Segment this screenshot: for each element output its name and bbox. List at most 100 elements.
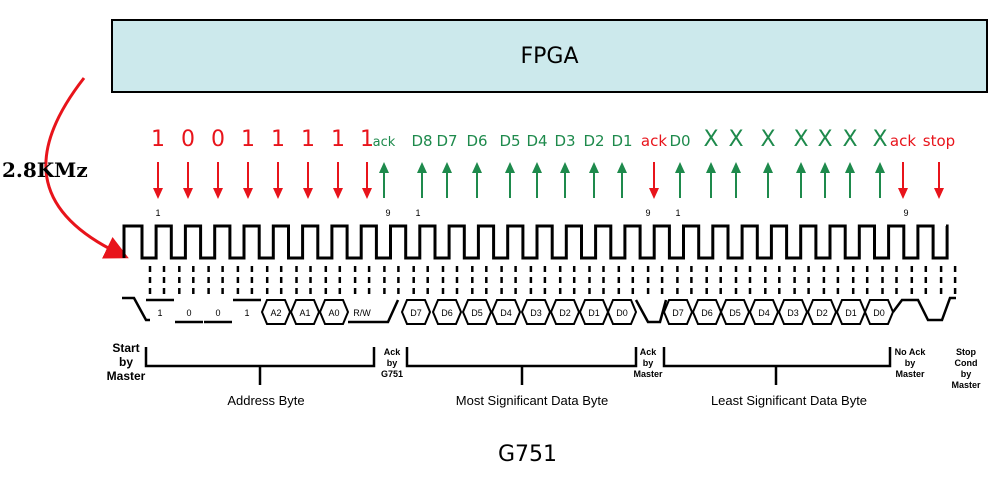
up-arrow [442, 162, 452, 198]
bit-label: 1 [151, 127, 165, 152]
data-bit-cell: D0 [863, 299, 895, 325]
bit-label: X [703, 127, 718, 152]
data-bit-cell: D6 [431, 299, 463, 325]
timing-guide [383, 266, 400, 294]
bit-label: D4 [526, 132, 547, 150]
timing-guide [178, 266, 195, 294]
bit-label: X [817, 127, 832, 152]
bit-label: X [872, 127, 887, 152]
timing-guide [265, 266, 283, 294]
data-bit-cell: D1 [835, 299, 867, 325]
svg-text:1: 1 [244, 308, 249, 318]
svg-text:D7: D7 [672, 308, 684, 318]
data-bit-cell: 0 [175, 308, 203, 324]
up-arrow [560, 162, 570, 198]
data-bit-cell: D2 [549, 299, 581, 325]
timing-guide [676, 266, 693, 294]
clock-count-mark: 9 [385, 208, 390, 218]
bit-label: 0 [181, 127, 195, 152]
down-arrow [243, 162, 253, 199]
timing-guide [851, 266, 869, 294]
data-bit-cell: 1 [146, 298, 174, 318]
svg-text:D6: D6 [701, 308, 713, 318]
svg-text:D1: D1 [588, 308, 600, 318]
up-arrow [820, 162, 830, 198]
up-arrow [796, 162, 806, 198]
svg-text:A2: A2 [270, 308, 281, 318]
svg-text:D5: D5 [471, 308, 483, 318]
bit-label: X [728, 127, 743, 152]
ack-slot-1 [376, 299, 400, 324]
timing-guide [558, 266, 576, 294]
bit-label: D7 [436, 132, 457, 150]
svg-text:D5: D5 [729, 308, 741, 318]
clock-count-mark: 1 [675, 208, 680, 218]
up-arrow [532, 162, 542, 198]
svg-text:D3: D3 [530, 308, 542, 318]
bit-label: 0 [211, 127, 225, 152]
bit-label: D3 [554, 132, 575, 150]
data-bit-cell: R/W [348, 308, 376, 324]
timing-guide [148, 266, 166, 294]
data-bit-cell: D7 [662, 299, 694, 325]
up-arrow [675, 162, 685, 198]
timing-guide [236, 266, 254, 294]
up-arrow [417, 162, 427, 198]
timing-guide [324, 266, 342, 294]
svg-text:R/W: R/W [353, 308, 371, 318]
svg-text:D3: D3 [787, 308, 799, 318]
timing-guide [617, 266, 635, 294]
ack-slot-2 [634, 299, 668, 324]
data-bit-cell: A0 [318, 299, 350, 325]
bit-label: D1 [611, 132, 632, 150]
bit-label: X [842, 127, 857, 152]
svg-text:D2: D2 [816, 308, 828, 318]
bit-label: ack [890, 132, 916, 150]
timing-guide [793, 266, 810, 294]
clock-count-mark: 9 [903, 208, 908, 218]
data-bit-cell: A1 [289, 299, 321, 325]
timing-guide [588, 266, 605, 294]
down-arrow [333, 162, 343, 199]
svg-text:D2: D2 [559, 308, 571, 318]
timing-guide [412, 266, 429, 294]
data-bit-cell: D1 [578, 299, 610, 325]
down-arrow [183, 162, 193, 199]
clock-count-mark: 1 [155, 208, 160, 218]
start-edge [122, 296, 150, 322]
data-bit-cell: 1 [233, 298, 261, 318]
byte-label: Address Byte [227, 393, 304, 408]
bit-label: 1 [360, 127, 374, 152]
bit-label: D6 [466, 132, 487, 150]
up-arrow [505, 162, 515, 198]
down-arrow [898, 162, 908, 199]
data-bit-cell: D6 [691, 299, 723, 325]
down-arrow [303, 162, 313, 199]
down-arrow [153, 162, 163, 199]
down-arrow [362, 162, 372, 199]
timing-guide [646, 266, 664, 294]
data-bit-cell: D4 [490, 299, 522, 325]
down-arrow [649, 162, 659, 199]
timing-guide [822, 266, 840, 294]
data-bit-cell: D7 [400, 299, 432, 325]
data-bit-cell: D3 [777, 299, 809, 325]
up-arrow [706, 162, 716, 198]
byte-bracket [144, 347, 376, 385]
byte-bracket [662, 347, 892, 385]
timing-guide [353, 266, 371, 294]
data-bit-cell: D3 [520, 299, 552, 325]
bit-label: 1 [331, 127, 345, 152]
timing-guide [939, 266, 957, 294]
up-arrow [875, 162, 885, 198]
bit-label: 1 [301, 127, 315, 152]
bit-label: X [760, 127, 775, 152]
bit-label: D8 [411, 132, 432, 150]
data-bit-cell: A2 [260, 299, 292, 325]
svg-text:0: 0 [215, 308, 220, 318]
up-arrow [763, 162, 773, 198]
clock-frequency-label: 2.8KMz [2, 158, 88, 182]
down-arrow [273, 162, 283, 199]
